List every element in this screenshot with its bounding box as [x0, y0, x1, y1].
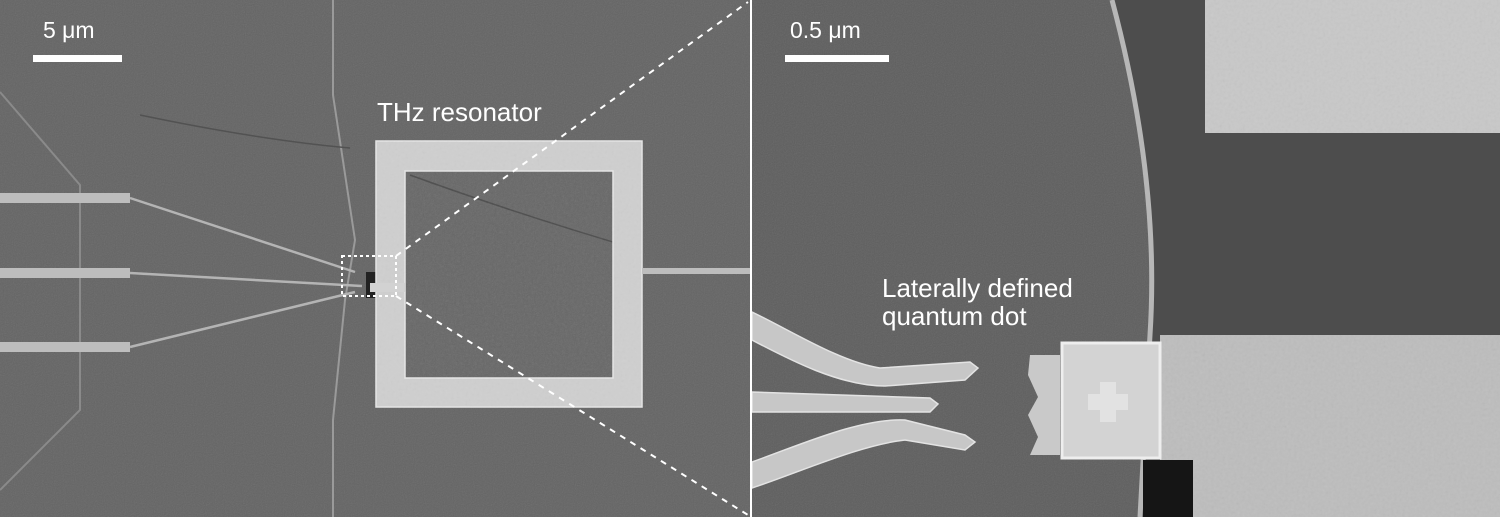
resonator-tip	[1060, 341, 1162, 460]
resonator-feed-line	[642, 268, 750, 274]
scale-bar-right-label: 0.5 μm	[790, 17, 861, 43]
scale-bar-left	[33, 55, 122, 62]
zoom-line-bottom	[395, 295, 749, 516]
right-panel-zoom	[752, 0, 1500, 517]
left-panel-overview	[0, 0, 750, 517]
gate-line-1	[129, 196, 356, 274]
scale-bar-left-label: 5 μm	[43, 17, 95, 43]
resonator-label: THz resonator	[377, 97, 542, 127]
resonator-arm	[370, 283, 405, 292]
bottom-contact-texture	[1160, 335, 1500, 517]
cross-feature	[1088, 382, 1128, 422]
quantum-dot-label-line1: Laterally defined	[882, 273, 1073, 303]
gate-pad-2	[0, 268, 130, 278]
gate-line-3	[129, 290, 356, 349]
scale-bar-right	[785, 55, 889, 62]
top-contact-texture	[1205, 0, 1500, 133]
quantum-dot-label-line2: quantum dot	[882, 301, 1027, 331]
panel-divider	[750, 0, 752, 517]
gate-finger-1	[752, 311, 980, 387]
dark-hole	[1143, 460, 1193, 517]
gate-line-2	[129, 271, 363, 288]
crack-line	[139, 114, 351, 149]
mesa-edge-right	[1109, 0, 1155, 517]
zoom-region-box	[341, 255, 397, 297]
ohmic-contact	[1028, 355, 1060, 455]
gate-pad-1	[0, 193, 130, 203]
zoom-line-top	[395, 1, 749, 257]
gate-finger-2	[752, 391, 940, 413]
mesa-edge-left	[0, 91, 81, 491]
resonator-texture	[376, 141, 642, 407]
gate-pad-3	[0, 342, 130, 352]
gate-finger-3	[752, 419, 977, 489]
